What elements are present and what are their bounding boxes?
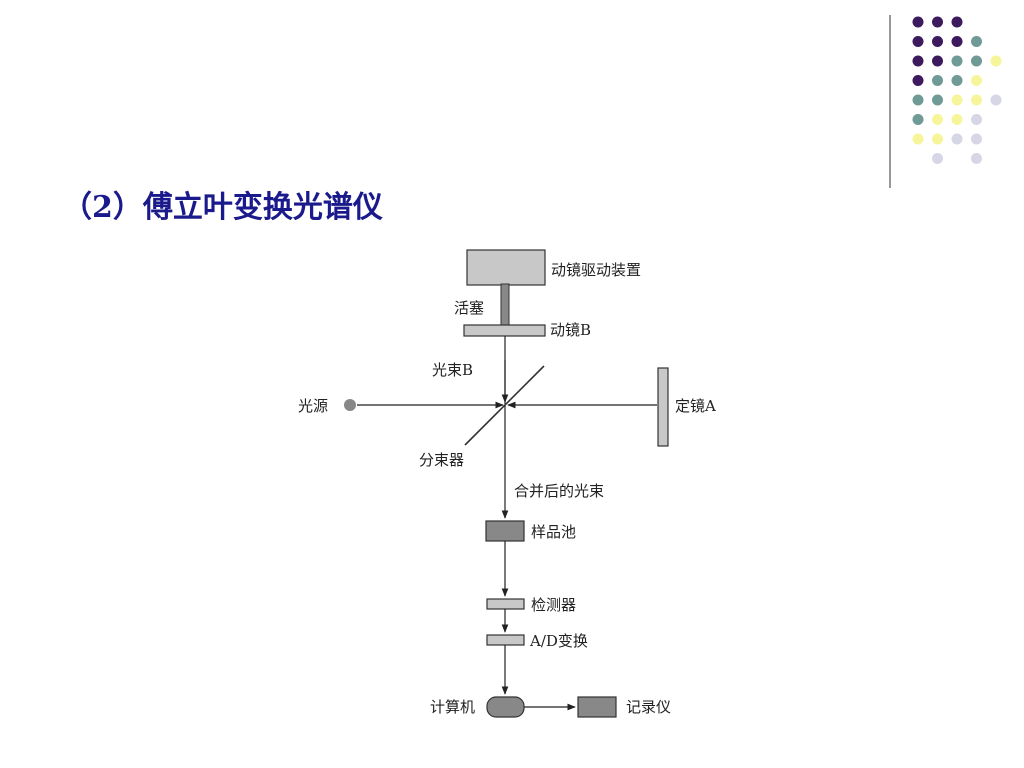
decorative-dot [932,55,943,67]
decorative-dot [932,153,943,164]
detector-box [486,598,525,610]
decorative-dot [971,114,982,125]
decorative-dot-grid [889,15,1002,188]
decorative-dot [912,75,924,86]
decorative-dot [951,75,963,86]
decorative-dot [912,55,924,67]
light-source-dot [344,399,356,411]
computer-label: 计算机 [430,698,475,716]
decorative-dot [912,114,924,125]
decorative-dot [912,94,924,106]
drive-unit-box [466,249,546,286]
moving-mirror-label: 动镜B [550,321,591,339]
decorative-dot [932,75,943,86]
beam-splitter-label: 分束器 [419,451,464,469]
light-source-label: 光源 [298,397,328,415]
decorative-dot [932,94,943,106]
decorative-dot [912,16,924,28]
decorative-dot [951,133,963,145]
decorative-dot [951,94,963,106]
slide-title: （2）傅立叶变换光谱仪 [62,190,383,225]
decorative-dot [971,75,982,86]
drive-unit-label: 动镜驱动装置 [551,261,641,279]
sample-cell-label: 样品池 [531,523,576,541]
detector-label: 检测器 [531,596,576,614]
decorative-dot [951,114,963,125]
decorative-dot [932,16,943,28]
decorative-dot [971,153,982,164]
decorative-dot [932,133,943,145]
decorative-dot [971,36,982,47]
fixed-mirror-label: 定镜A [675,397,716,415]
fixed-mirror-a [657,367,669,447]
decorative-dot [932,114,943,125]
recorder-label: 记录仪 [626,698,671,716]
ad-converter-label: A/D变换 [529,632,588,650]
ad-converter-box [486,634,525,646]
decorative-dot [912,133,924,145]
decorative-dot [971,133,982,145]
decorative-dot [912,36,924,47]
decorative-dot [971,55,982,67]
piston-label: 活塞 [454,299,484,317]
decorative-dot [990,94,1002,106]
combined-beam-label: 合并后的光束 [514,482,604,500]
computer-box [486,696,525,718]
recorder-box [577,696,617,718]
decorative-dot [990,55,1002,67]
moving-mirror-b [463,324,546,337]
decorative-dot [951,55,963,67]
decorative-dot [932,36,943,47]
decorative-dot [951,16,963,28]
decorative-dot [971,94,982,106]
sample-cell-box [485,520,525,542]
beam-b-label: 光束B [432,361,473,379]
piston-rod [500,283,510,327]
decorative-dot [951,36,963,47]
